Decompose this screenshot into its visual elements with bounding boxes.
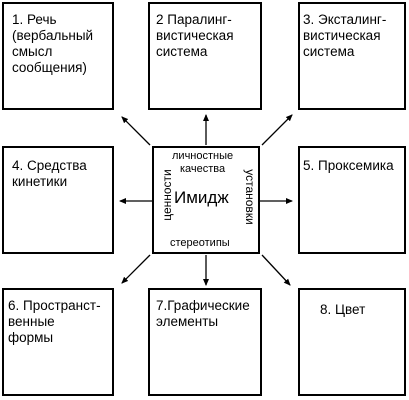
box-spatial-forms: 6. Пространст- венные формы [2,288,114,396]
box-extralinguistic: 3. Эксталинг- вистическая система [298,2,406,110]
arrow-to-box-8 [261,254,291,286]
box-kinetics: 4. Средства кинетики [2,146,114,254]
arrow-to-box-6 [121,254,151,284]
box-graphic-elements-label: 7.Графические элементы [156,298,250,329]
box-color: 8. Цвет [298,288,406,396]
arrow-to-box-3 [261,114,293,146]
box-speech-label: 1. Речь (вербальный смысл сообщения) [12,12,94,75]
box-spatial-forms-label: 6. Пространст- венные формы [8,298,101,345]
center-right-label: установки [243,169,257,225]
box-extralinguistic-label: 3. Эксталинг- вистическая система [303,12,387,59]
center-left-label: ценности [160,169,174,221]
arrow-to-box-1 [121,116,151,146]
center-top-label: личностные качества [172,150,234,175]
box-proxemics: 5. Проксемика [298,146,406,254]
box-graphic-elements: 7.Графические элементы [148,288,262,396]
box-paralinguistic: 2 Паралинг- вистическая система [148,2,262,110]
center-title: Имидж [174,188,229,207]
center-bottom-label: стереотипы [170,237,230,249]
box-speech: 1. Речь (вербальный смысл сообщения) [2,2,114,110]
center-image-box: личностные качества Имидж стереотипы цен… [152,146,260,254]
box-kinetics-label: 4. Средства кинетики [12,158,87,189]
box-color-label: 8. Цвет [320,302,366,317]
box-proxemics-label: 5. Проксемика [303,158,394,173]
box-paralinguistic-label: 2 Паралинг- вистическая система [156,12,234,59]
